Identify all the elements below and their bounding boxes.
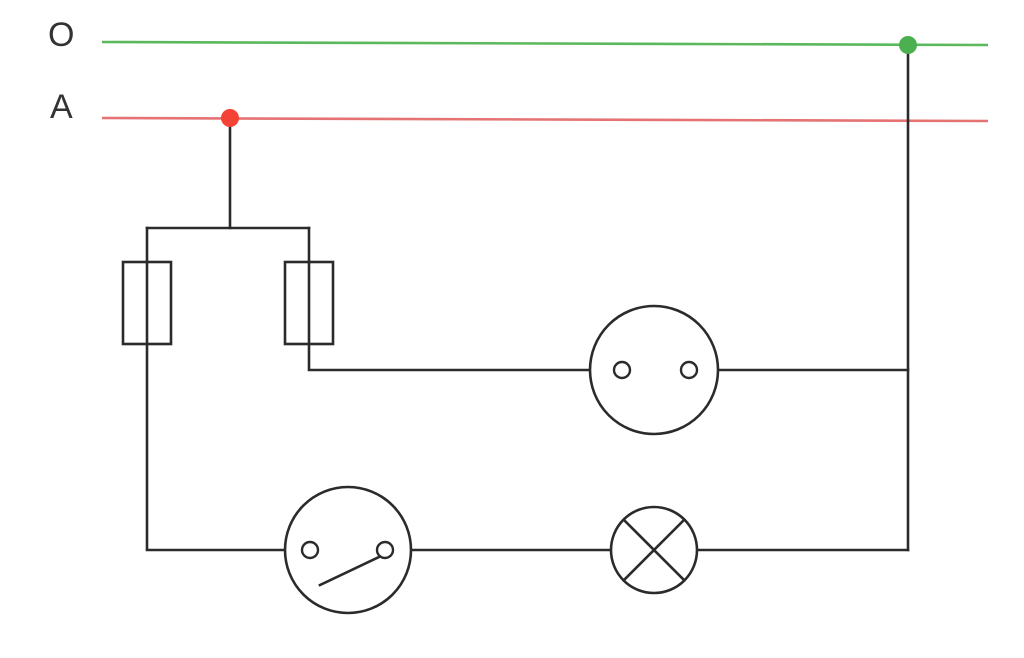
switch-body: [283, 485, 413, 615]
switch: [283, 485, 413, 615]
phase-line: [101, 116, 989, 123]
lamp-cross-b: [622, 518, 686, 582]
socket-body: [588, 304, 720, 436]
socket: [588, 304, 720, 436]
neutral-line-label: O: [48, 16, 74, 54]
switch-lever: [318, 555, 381, 587]
phase-line-label: A: [50, 88, 73, 126]
lamp: [609, 505, 699, 595]
phase-junction-dot: [221, 109, 239, 127]
circuit-wires: [145, 43, 910, 552]
switch-terminal-left: [300, 540, 320, 560]
neutral-junction-dot: [899, 36, 917, 54]
neutral-line: [101, 40, 989, 47]
fuse-to-switch-wire: [145, 342, 301, 552]
fuse-to-socket-wire: [307, 342, 612, 372]
switch-terminal-right: [375, 540, 395, 560]
socket-terminal-right: [679, 360, 699, 380]
socket-terminal-left: [612, 360, 632, 380]
